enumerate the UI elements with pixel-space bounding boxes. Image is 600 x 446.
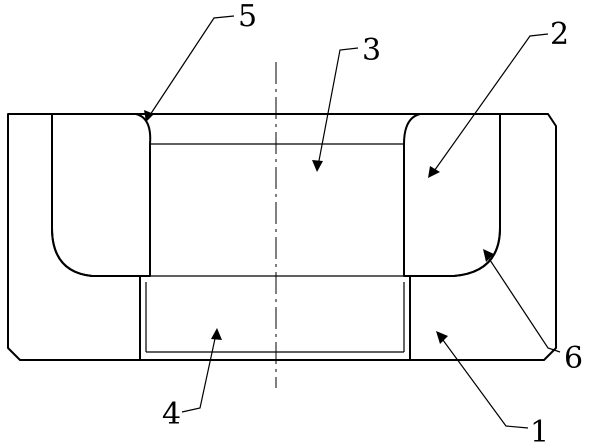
arrow-3 <box>312 160 323 172</box>
left-seal-ring <box>51 113 152 277</box>
arrow-6 <box>483 249 494 262</box>
callout-2: 2 <box>550 17 569 52</box>
leader-6 <box>485 253 561 353</box>
arrow-1 <box>436 331 448 344</box>
arrow-4 <box>211 328 222 340</box>
leader-4 <box>181 333 217 413</box>
callout-5: 5 <box>238 0 257 34</box>
leader-5 <box>147 15 235 119</box>
leader-1 <box>439 335 529 429</box>
arrow-2 <box>428 166 440 178</box>
leader-2 <box>431 33 549 175</box>
arrow-5 <box>144 110 154 122</box>
callout-6: 6 <box>564 341 583 376</box>
left-body-section <box>7 113 141 361</box>
right-seal-ring <box>403 113 501 277</box>
callout-4: 4 <box>162 397 181 432</box>
callout-1: 1 <box>530 415 549 446</box>
right-body-section <box>409 113 557 361</box>
leader-3 <box>317 47 359 167</box>
callout-3: 3 <box>362 33 381 68</box>
